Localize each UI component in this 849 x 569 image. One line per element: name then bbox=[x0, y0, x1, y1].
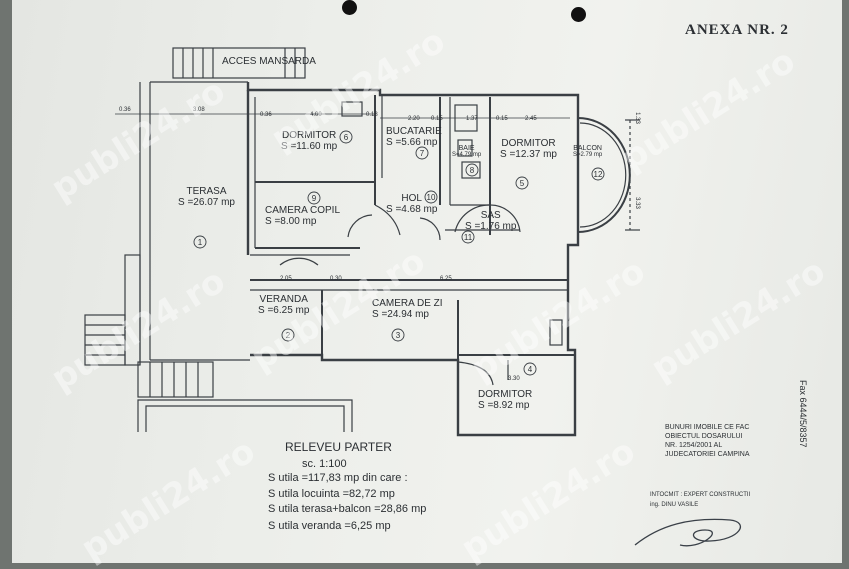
dimension-label: 0.18 bbox=[366, 112, 378, 118]
room-name: HOL bbox=[401, 193, 422, 204]
punch-hole bbox=[571, 7, 586, 22]
dimension-label: 3.30 bbox=[508, 376, 520, 382]
room-name: DORMITOR bbox=[281, 130, 337, 141]
room-number: 5 bbox=[520, 179, 525, 188]
room-number: 6 bbox=[344, 133, 349, 142]
dimension-label: 3.08 bbox=[193, 107, 205, 113]
room-number: 9 bbox=[312, 194, 317, 203]
room-name: VERANDA bbox=[259, 294, 308, 305]
room-name: DORMITOR bbox=[501, 138, 556, 149]
room-name: DORMITOR bbox=[478, 389, 533, 400]
room-area: S =24.94 mp bbox=[372, 309, 429, 320]
room-number-circle bbox=[424, 190, 438, 204]
legend-scale: sc. 1:100 bbox=[302, 458, 347, 470]
room-number-circle bbox=[415, 146, 429, 160]
room-area: S =11.60 mp bbox=[281, 141, 338, 152]
case-note-line: JUDECATORIEI CAMPINA bbox=[665, 451, 750, 458]
legend-line: S utila veranda =6,25 mp bbox=[268, 520, 391, 532]
dimension-label: 0.15 bbox=[496, 116, 508, 122]
side-note: Fax 6444/5/8357 bbox=[798, 380, 808, 448]
legend-line: S utila =117,83 mp din care : bbox=[268, 472, 408, 484]
room-number-circle bbox=[461, 230, 475, 244]
room-number: 10 bbox=[427, 193, 436, 202]
room-name: TERASA bbox=[186, 186, 227, 197]
author-line: INTOCMIT : EXPERT CONSTRUCTII bbox=[650, 492, 751, 498]
author-line: ing. DINU VASILE bbox=[650, 502, 699, 508]
dimension-label: 0.36 bbox=[260, 112, 272, 118]
room-number: 7 bbox=[420, 149, 425, 158]
room-number: 3 bbox=[396, 331, 401, 340]
room-number: 11 bbox=[464, 233, 473, 242]
dimension-label: 1.33 bbox=[633, 112, 640, 124]
dimension-label: 0.15 bbox=[431, 116, 443, 122]
case-note: BUNURI IMOBILE CE FAC OBIECTUL DOSARULUI… bbox=[665, 423, 750, 459]
room-area: S =5.66 mp bbox=[386, 137, 438, 148]
room-name: SAS bbox=[480, 210, 501, 221]
room-number-circle bbox=[193, 235, 207, 249]
legend-title: RELEVEU PARTER bbox=[285, 440, 392, 454]
room-area: S =26.07 mp bbox=[178, 197, 235, 208]
dimension-label: 0.36 bbox=[119, 107, 131, 113]
room-area: S =8.00 mp bbox=[265, 216, 317, 227]
dimension-label: 0.30 bbox=[330, 276, 342, 282]
room-number-circle bbox=[591, 167, 605, 181]
room-number: 12 bbox=[594, 170, 603, 179]
room-name: BUCATARIE bbox=[386, 126, 442, 137]
room-area: S=4.79 mp bbox=[452, 152, 482, 158]
case-note-line: NR. 1254/2001 AL bbox=[665, 442, 723, 449]
room-number-circle bbox=[515, 176, 529, 190]
room-area: S =6.25 mp bbox=[258, 305, 310, 316]
dimension-label: 2.45 bbox=[525, 116, 537, 122]
case-note-line: OBIECTUL DOSARULUI bbox=[665, 433, 743, 440]
author-note: INTOCMIT : EXPERT CONSTRUCTII ing. DINU … bbox=[650, 490, 750, 510]
room-number: 8 bbox=[470, 166, 475, 175]
room-number: 1 bbox=[198, 238, 203, 247]
punch-hole bbox=[342, 0, 357, 15]
dimension-label: 6.25 bbox=[440, 276, 452, 282]
dimension-label: 2.20 bbox=[408, 116, 420, 122]
room-number-circle bbox=[465, 163, 479, 177]
room-name: CAMERA DE ZI bbox=[372, 298, 443, 309]
dimension-label: 4.00 bbox=[310, 112, 322, 118]
room-name: BALCON bbox=[573, 145, 602, 152]
dimension-label: 3.33 bbox=[633, 197, 640, 209]
legend-line: S utila terasa+balcon =28,86 mp bbox=[268, 503, 427, 515]
room-number-circle bbox=[281, 328, 295, 342]
room-number-circle bbox=[391, 328, 405, 342]
dimension-label: 2.05 bbox=[280, 276, 292, 282]
case-note-line: BUNURI IMOBILE CE FAC bbox=[665, 424, 750, 431]
annex-title: ANEXA NR. 2 bbox=[685, 22, 789, 38]
room-number-circle bbox=[307, 191, 321, 205]
room-number-circle bbox=[523, 362, 537, 376]
room-number-circle bbox=[339, 130, 353, 144]
room-name: BAIE bbox=[458, 145, 475, 152]
room-number: 2 bbox=[286, 331, 291, 340]
room-area: S =4.68 mp bbox=[386, 204, 438, 215]
room-name: CAMERA COPIL bbox=[265, 205, 341, 216]
room-area: S =12.37 mp bbox=[500, 149, 557, 160]
legend-line: S utila locuinta =82,72 mp bbox=[268, 488, 395, 500]
room-area: S =8.92 mp bbox=[478, 400, 530, 411]
room-area: S =1.76 mp bbox=[465, 221, 517, 232]
room-number: 4 bbox=[528, 365, 533, 374]
access-label: ACCES MANSARDA bbox=[222, 56, 316, 67]
room-area: S=2.79 mp bbox=[573, 152, 603, 158]
signature bbox=[634, 518, 742, 547]
dimension-label: 1.37 bbox=[466, 116, 478, 122]
